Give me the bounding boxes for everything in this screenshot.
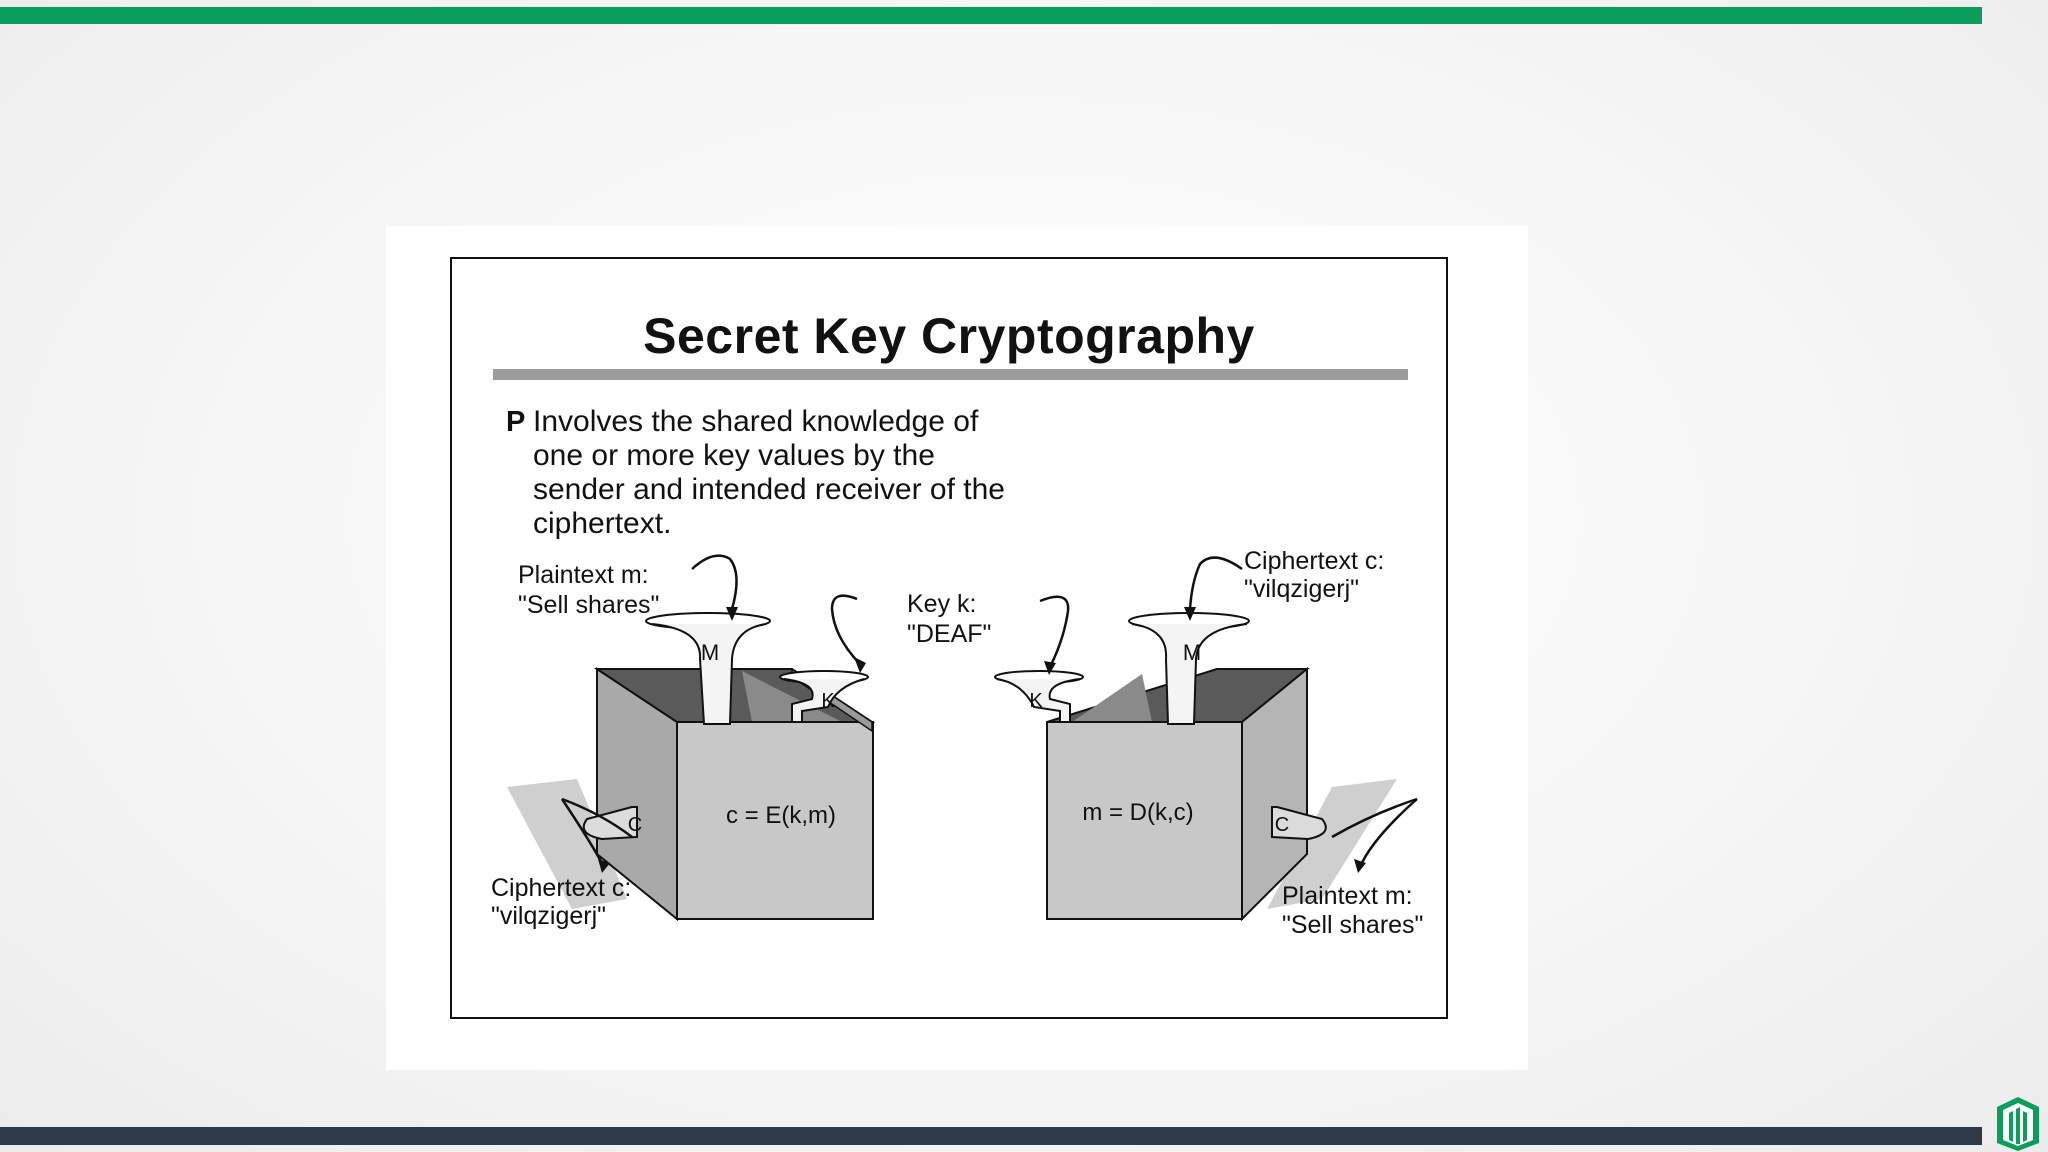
encrypt-formula: c = E(k,m) — [726, 802, 836, 829]
plaintext-value-bottom-right: "Sell shares" — [1282, 911, 1423, 939]
key-value: "DEAF" — [907, 620, 991, 648]
ciphertext-value-bottom-left: "vilqzigerj" — [491, 902, 606, 930]
ciphertext-value-top-right: "vilqzigerj" — [1244, 575, 1359, 603]
green-book-logo-icon — [1993, 1093, 2043, 1151]
ciphertext-label-bottom-left: Ciphertext c: — [491, 874, 631, 902]
decrypt-formula: m = D(k,c) — [1082, 799, 1193, 826]
funnel-k-label-left: K — [821, 690, 835, 712]
plaintext-label-bottom-right: Plaintext m: — [1282, 882, 1413, 910]
output-c-label-left: C — [628, 814, 642, 836]
funnel-m-label-left: M — [701, 640, 719, 665]
plaintext-value-left: "Sell shares" — [518, 591, 659, 619]
crypto-diagram: M K C c = E(k,m) M K — [452, 259, 1446, 1017]
slide-frame: Secret Key Cryptography P Involves the s… — [450, 257, 1448, 1019]
ciphertext-label-top-right: Ciphertext c: — [1244, 547, 1384, 575]
top-accent-bar — [0, 7, 1982, 24]
plaintext-label-left: Plaintext m: — [518, 561, 649, 589]
funnel-m-label-right: M — [1183, 640, 1201, 665]
key-funnel-right: K — [995, 671, 1083, 722]
key-label: Key k: — [907, 590, 976, 618]
output-c-label-right: C — [1275, 814, 1289, 836]
funnel-k-label-right: K — [1029, 690, 1043, 712]
bottom-accent-bar — [0, 1127, 1982, 1145]
